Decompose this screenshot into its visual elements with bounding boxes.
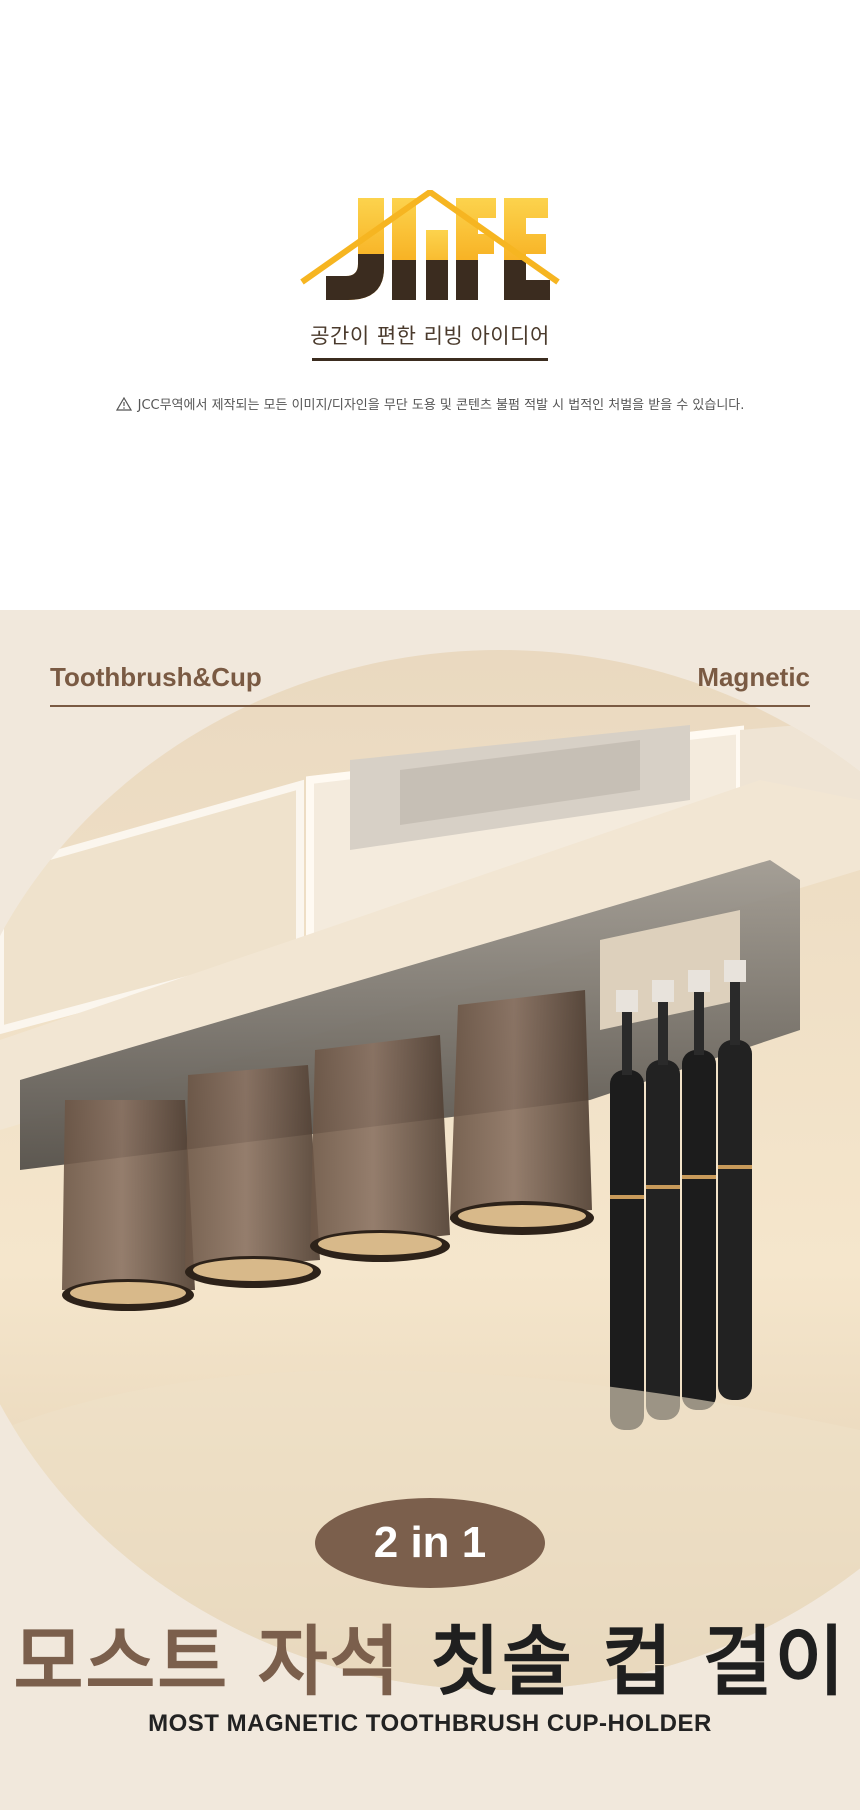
notice-text: JCC무역에서 제작되는 모든 이미지/디자인을 무단 도용 및 콘텐츠 불펌 … <box>137 398 745 413</box>
header-divider <box>50 705 810 707</box>
tagline-underline <box>312 358 548 361</box>
warning-triangle-icon <box>115 396 132 413</box>
badge-text: 2 in 1 <box>373 1518 487 1567</box>
brand-section: 공간이 편한 리빙 아이디어 JCC무역에서 제작되는 모든 이미지/디자인을 … <box>0 0 860 610</box>
header-feature: Magnetic <box>697 662 810 692</box>
brand-logo <box>300 190 560 365</box>
two-in-one-badge: 2 in 1 <box>315 1498 545 1588</box>
product-title-part1: 모스트 자석 <box>13 1617 402 1706</box>
header-product-type: Toothbrush&Cup <box>50 662 262 692</box>
copyright-notice: JCC무역에서 제작되는 모든 이미지/디자인을 무단 도용 및 콘텐츠 불펌 … <box>0 394 860 413</box>
product-subtitle: MOST MAGNETIC TOOTHBRUSH CUP-HOLDER <box>148 1710 712 1737</box>
product-title: 모스트 자석 칫솔 컵 걸이 <box>0 1600 860 1710</box>
product-section: Toothbrush&Cup Magnetic 2 in 1 모스트 자석 칫솔… <box>0 610 860 1810</box>
brand-tagline: 공간이 편한 리빙 아이디어 <box>310 324 550 348</box>
product-title-part2: 칫솔 컵 걸이 <box>430 1617 847 1706</box>
